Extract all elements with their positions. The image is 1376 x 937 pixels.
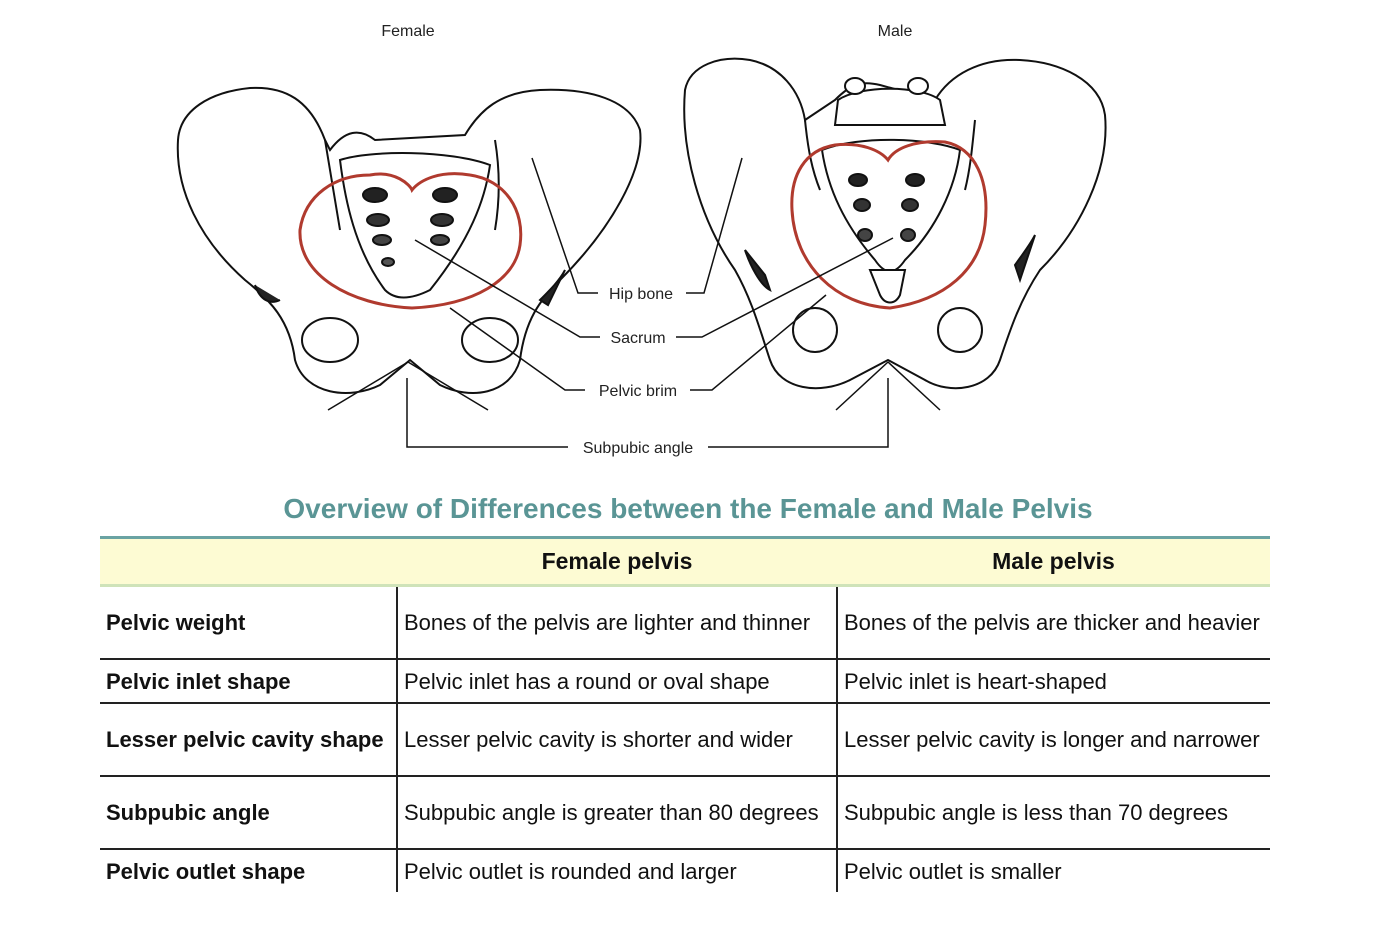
row-feature: Pelvic weight xyxy=(100,585,397,660)
pelvis-diagram: Female Male Hip bone Sacrum Pelvic brim … xyxy=(176,23,1107,457)
row-male: Pelvic inlet is heart-shaped xyxy=(836,659,1270,704)
row-female: Pelvic inlet has a round or oval shape xyxy=(396,659,837,704)
row-female: Bones of the pelvis are lighter and thin… xyxy=(396,585,837,660)
row-male: Subpubic angle is less than 70 degrees xyxy=(836,776,1270,850)
table-row: Pelvic outlet shape Pelvic outlet is rou… xyxy=(100,849,1270,892)
row-female: Subpubic angle is greater than 80 degree… xyxy=(396,776,837,850)
table-row: Pelvic weight Bones of the pelvis are li… xyxy=(100,585,1270,660)
header-male: Male pelvis xyxy=(837,536,1270,587)
subpubic-angle-lines xyxy=(327,361,941,411)
hip-bone-label: Hip bone xyxy=(609,286,673,303)
table-row: Lesser pelvic cavity shape Lesser pelvic… xyxy=(100,703,1270,777)
row-female: Lesser pelvic cavity is shorter and wide… xyxy=(396,703,837,777)
pelvic-brim-label: Pelvic brim xyxy=(599,383,677,400)
table-header-row: Female pelvis Male pelvis xyxy=(100,536,1270,587)
female-pelvic-brim-outline xyxy=(298,172,523,310)
comparison-table: Female pelvis Male pelvis Pelvic weight … xyxy=(100,536,1270,892)
row-male: Bones of the pelvis are thicker and heav… xyxy=(836,585,1270,660)
table-row: Pelvic inlet shape Pelvic inlet has a ro… xyxy=(100,659,1270,704)
comparison-table-container: Female pelvis Male pelvis Pelvic weight … xyxy=(100,536,1270,892)
male-pelvis-illustration xyxy=(683,57,1107,390)
row-male: Pelvic outlet is smaller xyxy=(836,849,1270,892)
row-feature: Subpubic angle xyxy=(100,776,397,850)
page-title: Overview of Differences between the Fema… xyxy=(283,493,1093,524)
row-male: Lesser pelvic cavity is longer and narro… xyxy=(836,703,1270,777)
sacrum-label: Sacrum xyxy=(610,330,665,347)
row-female: Pelvic outlet is rounded and larger xyxy=(396,849,837,892)
row-feature: Pelvic inlet shape xyxy=(100,659,397,704)
header-feature xyxy=(100,536,397,587)
row-feature: Lesser pelvic cavity shape xyxy=(100,703,397,777)
table-row: Subpubic angle Subpubic angle is greater… xyxy=(100,776,1270,850)
male-label: Male xyxy=(878,23,913,40)
leader-lines xyxy=(406,157,894,448)
female-pelvis-illustration xyxy=(176,86,642,394)
male-pelvic-brim-outline xyxy=(790,140,988,310)
header-female: Female pelvis xyxy=(397,536,837,587)
female-label: Female xyxy=(381,23,434,40)
row-feature: Pelvic outlet shape xyxy=(106,858,306,884)
subpubic-angle-label: Subpubic angle xyxy=(583,440,693,457)
